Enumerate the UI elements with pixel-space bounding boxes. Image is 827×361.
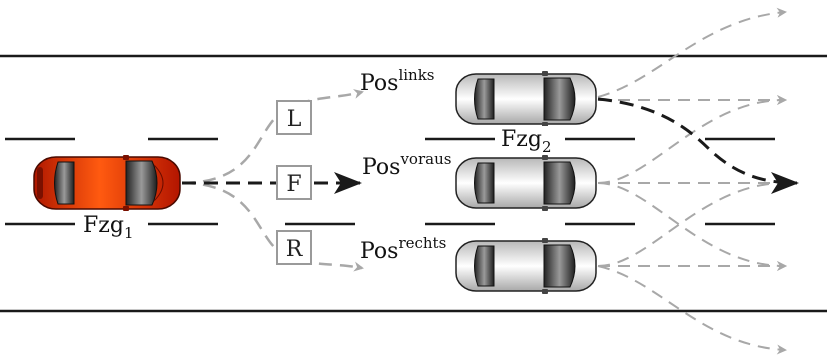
- path-left: [181, 89, 364, 185]
- svg-text:R: R: [286, 237, 304, 262]
- svg-text:Fzg1: Fzg1: [83, 213, 134, 242]
- fzg2-vehicle-center-lane: [455, 155, 597, 211]
- ego-vehicle: [33, 155, 181, 211]
- svg-text:Fzg2: Fzg2: [501, 127, 552, 156]
- svg-text:L: L: [287, 107, 302, 132]
- fzg2-chosen-path: [597, 97, 799, 194]
- fzg2-possible-paths: [597, 7, 787, 355]
- pos-ahead-label: Posvoraus: [362, 150, 451, 180]
- ego-maneuver-paths: [181, 89, 364, 272]
- path-right: [181, 181, 364, 272]
- fzg2-vehicle-right-lane: [455, 238, 597, 294]
- maneuver-box-right: R: [276, 230, 312, 265]
- maneuver-box-forward: F: [276, 165, 312, 200]
- svg-text:F: F: [286, 172, 301, 197]
- fzg2-vehicle-left-lane: [455, 71, 597, 127]
- maneuver-box-left: L: [276, 100, 312, 135]
- pos-left-label: Poslinks: [360, 66, 435, 96]
- pos-right-label: Posrechts: [360, 234, 446, 264]
- fzg1-label: Fzg1: [80, 213, 135, 242]
- fzg2-label: Fzg2: [498, 126, 558, 156]
